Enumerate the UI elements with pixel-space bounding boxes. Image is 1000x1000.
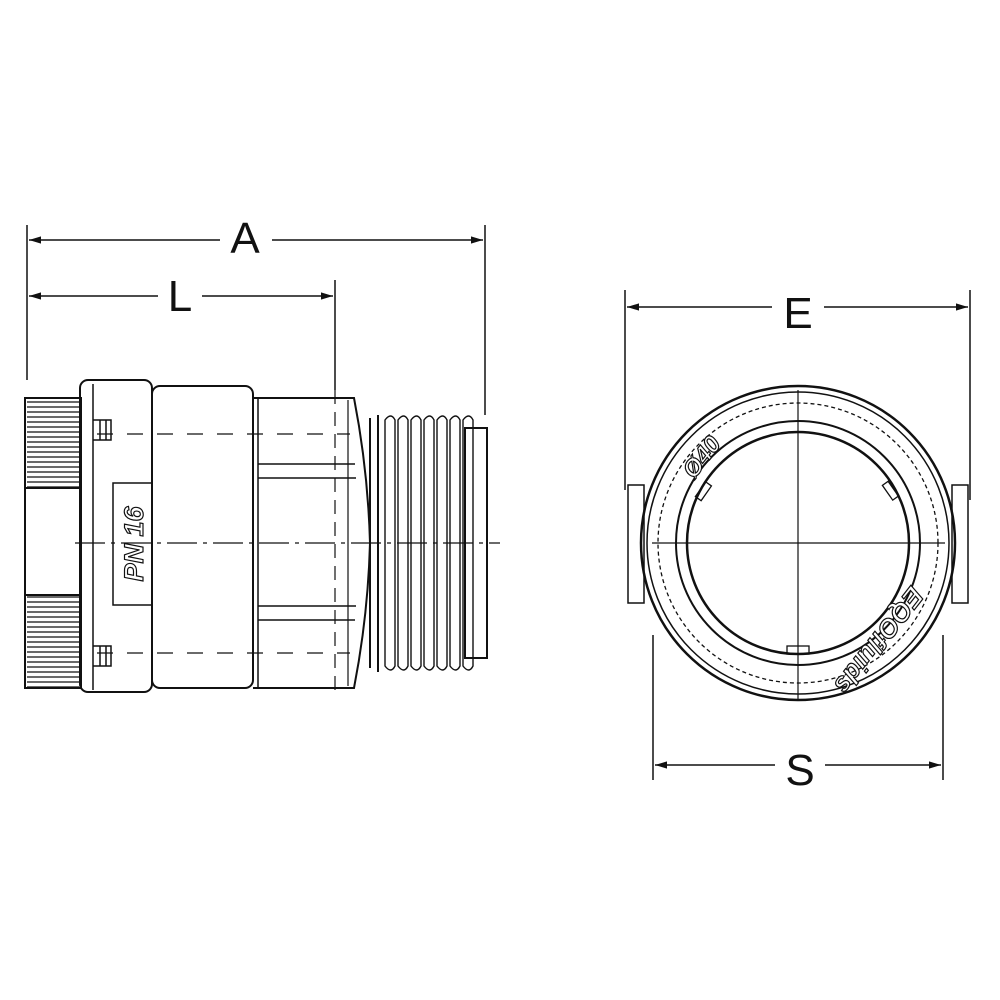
clip-top [93,419,112,441]
tab-left [627,484,645,604]
dimension-label-s: S [785,746,814,795]
dimension-label-a: A [230,214,260,263]
dimension-a: A [26,214,486,415]
dimension-label-l: L [168,272,192,321]
front-view: Ø40 EQOfluids [627,384,969,702]
thread-ridge [410,415,422,671]
thread-ridge [436,415,448,671]
body [151,385,254,689]
dimension-s: S [652,635,944,795]
tab-right [951,484,969,604]
dimension-label-e: E [783,289,812,338]
side-view: PN 16 [24,379,500,693]
diameter-marking: Ø40 [677,431,727,484]
dimension-e: E [624,289,971,500]
thread-ridge [397,415,409,671]
knurled-nut [24,397,82,689]
brand-marking: EQOfluids [828,581,930,700]
thread-ridge [462,415,474,671]
clip-bottom [93,645,112,667]
thread-ridge [449,415,461,671]
dimension-l: L [29,272,336,390]
thread-ridge [423,415,435,671]
thread-ridge [384,415,396,671]
